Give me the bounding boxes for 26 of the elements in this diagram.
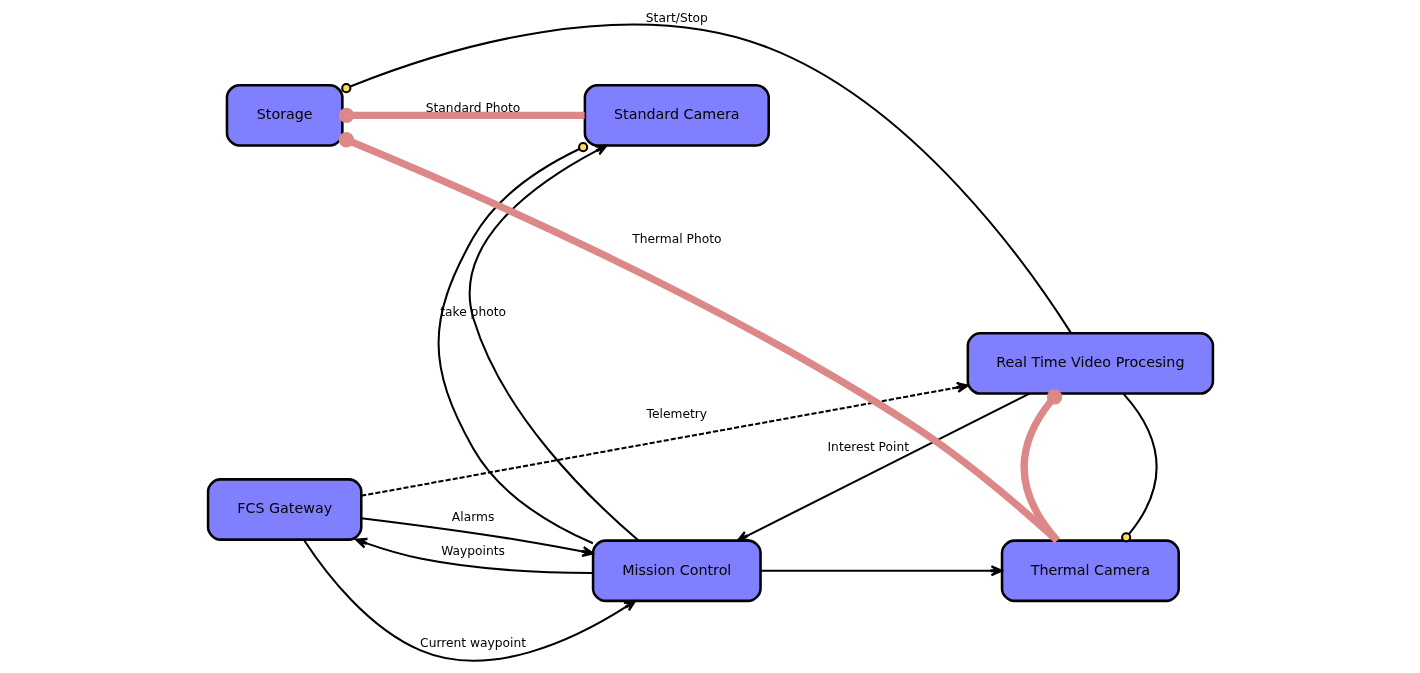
- edge-label: Waypoints: [440, 544, 505, 559]
- connector: [340, 23, 1072, 334]
- connector: [338, 132, 1060, 544]
- connector: [437, 142, 593, 545]
- node-box: FCS Gateway: [206, 478, 363, 541]
- edge-label: Thermal Photo: [631, 231, 721, 246]
- node-box: Real Time Video Procesing: [966, 332, 1214, 395]
- edge-label: Start/Stop: [645, 10, 708, 25]
- edge-label: Alarms: [451, 510, 494, 525]
- connector: [338, 107, 585, 123]
- node-box: Mission Control: [591, 539, 762, 603]
- connector: [1120, 393, 1158, 543]
- arrow: [736, 392, 1030, 542]
- edge-label: Standard Photo: [425, 100, 520, 115]
- node-box: Thermal Camera: [1000, 539, 1180, 603]
- arrow: [760, 565, 1003, 577]
- node-box: Standard Camera: [583, 83, 770, 147]
- arrow: [354, 537, 593, 575]
- arrow: [360, 517, 594, 557]
- arrow: [468, 144, 639, 542]
- arrow: [302, 539, 636, 662]
- arrow: [360, 381, 969, 497]
- edge-label: Current waypoint: [419, 635, 526, 650]
- edge-label: Interest Point: [827, 439, 909, 454]
- node-box: Storage: [225, 83, 344, 147]
- edge-label: Telemetry: [646, 407, 707, 422]
